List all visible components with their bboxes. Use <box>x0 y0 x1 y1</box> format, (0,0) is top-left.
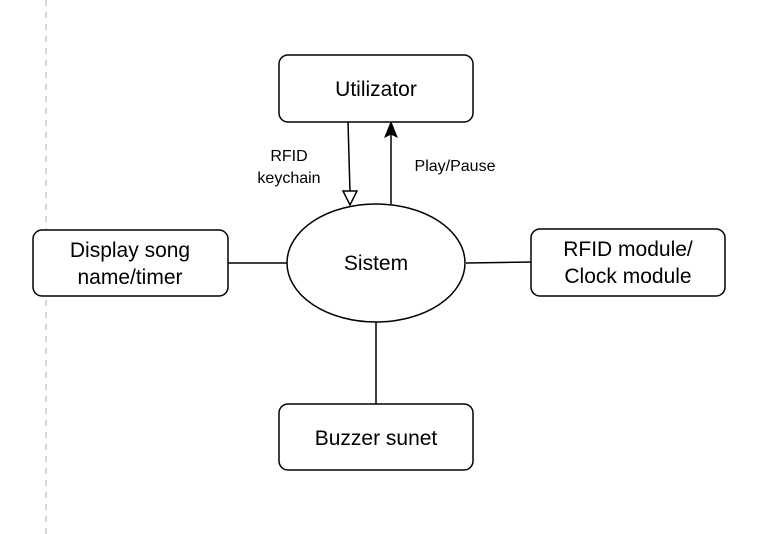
node-utilizator-label: Utilizator <box>335 78 417 101</box>
connector-sistem-rfid-clock <box>465 261 532 264</box>
node-rfid-clock-label-line1: RFID module/ <box>563 238 693 261</box>
edge-label-play-pause: Play/Pause <box>415 158 496 175</box>
edge-label-rfid-keychain-line2: keychain <box>257 170 320 187</box>
arrow-rfid-keychain <box>347 121 351 193</box>
node-sistem <box>286 203 466 323</box>
edge-label-rfid-keychain-line1: RFID <box>270 148 307 165</box>
node-display-label-line2: name/timer <box>77 266 182 289</box>
node-display <box>32 229 229 297</box>
node-buzzer-label: Buzzer sunet <box>315 427 438 450</box>
node-utilizator <box>278 54 474 123</box>
node-rfid-clock <box>530 228 726 297</box>
node-buzzer <box>278 403 474 471</box>
node-rfid-clock-label-line2: Clock module <box>564 265 691 288</box>
arrow-head-open <box>341 190 359 207</box>
node-sistem-label: Sistem <box>344 252 408 275</box>
arrow-head-filled <box>384 120 398 139</box>
node-display-label-line1: Display song <box>70 239 190 262</box>
